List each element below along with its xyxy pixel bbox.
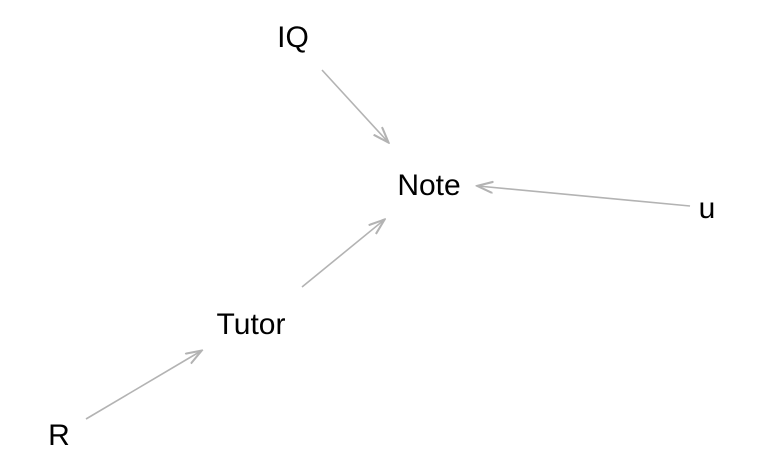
edge-tutor-note (301, 220, 384, 288)
edge-iq-note (321, 69, 388, 142)
node-label-r[interactable]: R (48, 419, 70, 452)
edge-u-note (478, 186, 691, 207)
node-label-iq[interactable]: IQ (277, 21, 309, 54)
edge-r-tutor (85, 351, 201, 420)
node-label-tutor[interactable]: Tutor (216, 308, 286, 341)
node-label-u[interactable]: u (698, 192, 716, 225)
node-label-note[interactable]: Note (397, 169, 461, 202)
